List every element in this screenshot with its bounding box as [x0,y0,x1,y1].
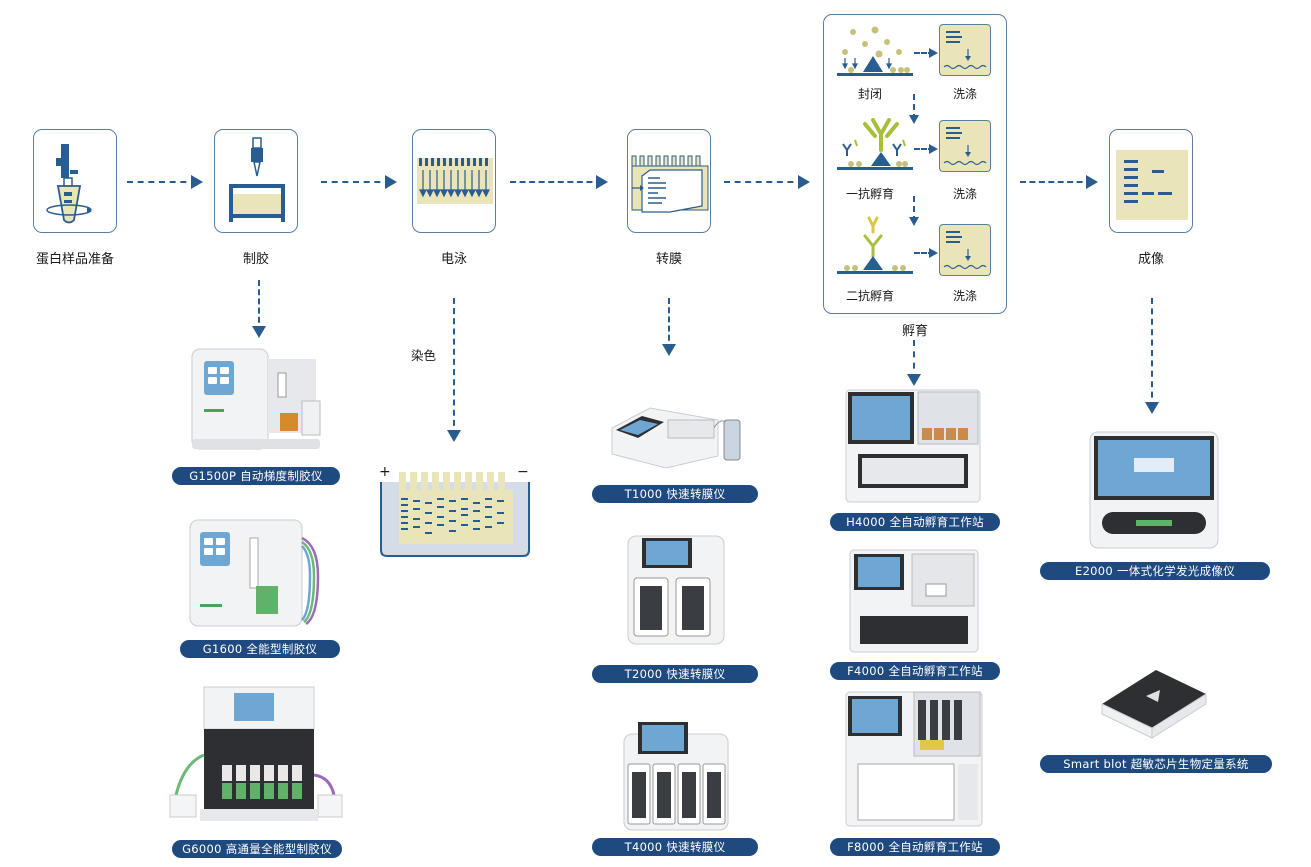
label-wash-2: 洗涤 [952,187,977,201]
step-label-gel-casting: 制胶 [242,252,269,267]
e2000-instrument-image [1089,431,1219,549]
flow-arrow [510,175,608,189]
flow-arrow-small [909,196,919,226]
step-sample-prep-icon [33,129,117,233]
label-wash-1: 洗涤 [952,87,977,101]
flow-arrow-down [1145,298,1159,414]
smart-blot-label: Smart blot 超敏芯片生物定量系统 [1040,755,1272,773]
wash-icon [939,24,991,76]
label-secondary-incubation: 二抗孵育 [845,289,894,303]
electrophoresis-tank: + − [379,464,530,557]
step-transfer-icon [627,129,711,233]
t2000-label: T2000 快速转膜仪 [592,665,758,683]
minus-sign: − [517,464,529,480]
g1500p-instrument-image [191,348,321,450]
g6000-instrument-image [169,686,343,821]
blocking-icon [837,26,913,76]
step-imaging-icon [1109,129,1193,233]
wash-icon [939,120,991,172]
flow-arrow [1020,175,1098,189]
t4000-label: T4000 快速转膜仪 [592,838,758,856]
f8000-instrument-image [845,691,983,827]
f4000-instrument-image [849,549,979,653]
smart-blot-instrument-image [1101,670,1207,739]
flow-arrow-down [252,280,266,338]
flow-arrow [127,175,203,189]
flow-arrow-small [914,48,938,58]
label-staining: 染色 [411,348,437,363]
g1600-label: G1600 全能型制胶仪 [180,640,340,658]
step-label-sample-prep: 蛋白样品准备 [35,252,114,267]
flow-arrow-down [907,340,921,386]
f4000-label: F4000 全自动孵育工作站 [830,662,1000,680]
step-label-incubation: 孵育 [901,324,928,339]
step-electrophoresis-icon [412,129,496,233]
flow-arrow-small [909,94,919,124]
t2000-instrument-image [627,535,725,645]
h4000-instrument-image [845,389,981,503]
g1500p-label: G1500P 自动梯度制胶仪 [172,467,340,485]
f8000-label: F8000 全自动孵育工作站 [830,838,1000,856]
plus-sign: + [379,464,391,480]
flow-arrow-small [914,248,938,258]
flow-arrow [321,175,397,189]
t1000-label: T1000 快速转膜仪 [592,485,758,503]
g1600-instrument-image [189,519,320,627]
step-label-transfer: 转膜 [655,252,682,267]
flow-arrow [724,175,810,189]
t4000-instrument-image [623,722,729,831]
label-wash-3: 洗涤 [952,289,977,303]
h4000-label: H4000 全自动孵育工作站 [830,513,1000,531]
t1000-instrument-image [611,407,741,469]
flow-arrow-down [662,298,676,356]
flow-arrow-down [447,298,461,442]
step-label-imaging: 成像 [1137,252,1164,267]
primary-antibody-icon [837,118,913,170]
secondary-antibody-icon [837,216,913,274]
e2000-label: E2000 一体式化学发光成像仪 [1040,562,1270,580]
wash-icon [939,224,991,276]
g6000-label: G6000 高通量全能型制胶仪 [172,840,342,858]
label-primary-incubation: 一抗孵育 [845,187,894,201]
flow-arrow-small [914,144,938,154]
label-blocking: 封闭 [857,87,882,101]
step-gel-casting-icon [214,129,298,233]
step-label-electrophoresis: 电泳 [440,252,467,267]
